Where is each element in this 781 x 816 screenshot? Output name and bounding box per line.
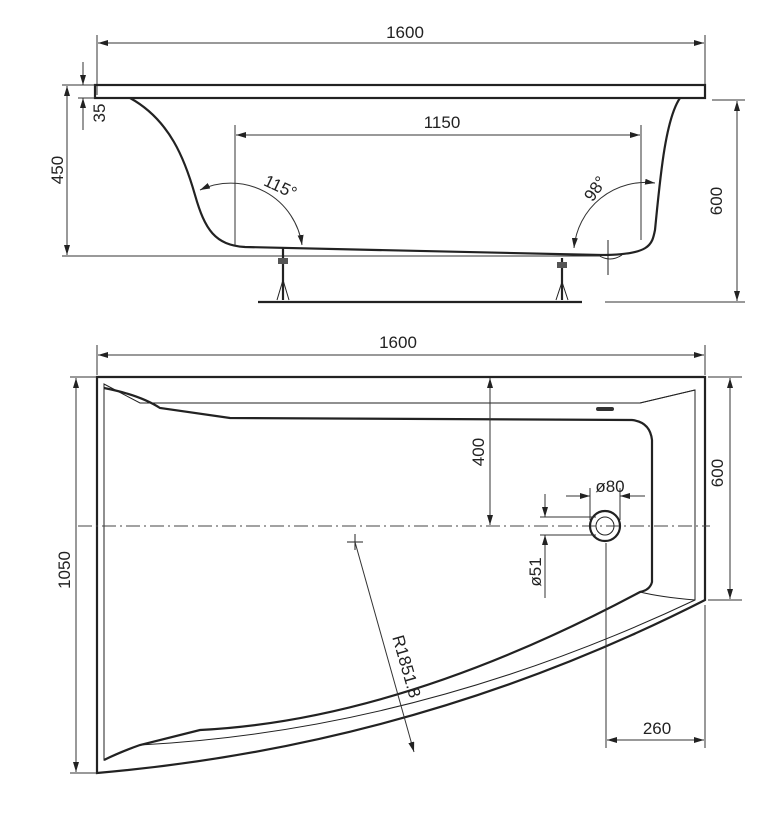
left-angle-arc [199,182,304,246]
rim-thickness-label: 35 [90,104,109,123]
width-label: 1050 [55,551,74,589]
right-angle-arc [571,178,656,249]
radius-line [354,541,415,753]
narrow-width-label: 600 [708,459,727,487]
radius-label: R1851.8 [388,633,424,700]
tub-outline [95,375,707,775]
length-label: 1600 [386,23,424,42]
tub-basin-profile [129,97,681,257]
depth-label: 450 [48,156,67,184]
right-angle-label: 98° [580,173,610,205]
drain-outer-diameter-label: ø80 [595,477,624,496]
leg-right [555,258,569,301]
top-view: 1600 ø80 ø51 400 600 1050 [55,333,742,775]
inner-length-label: 1150 [424,113,461,132]
drain-from-edge-label: 260 [643,719,671,738]
side-view: 1600 450 35 600 1150 115° 98° [48,23,745,304]
leg-left [276,248,290,301]
total-height-label: 600 [707,187,726,215]
drain-offset-label: 400 [469,438,488,466]
drain [588,509,622,543]
tub-rim [93,83,707,100]
left-angle-label: 115° [261,171,300,203]
top-length-label: 1600 [379,333,417,352]
drain-inner-diameter-label: ø51 [526,557,545,586]
